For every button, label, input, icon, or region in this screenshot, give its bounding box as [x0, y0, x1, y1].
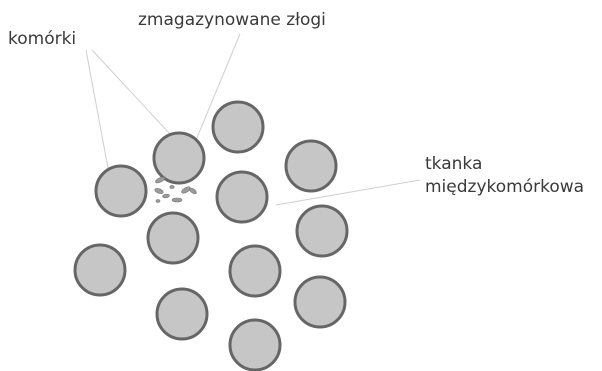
leader-lines [85, 33, 421, 206]
leader-tissue [275, 179, 421, 206]
cell [228, 318, 282, 371]
cell [215, 170, 269, 224]
granule [171, 197, 183, 203]
granule [162, 193, 170, 199]
cell [284, 139, 338, 193]
granule [154, 188, 164, 194]
cell [155, 287, 209, 341]
granule [181, 186, 191, 194]
label-tissue-line1: tkanka [425, 154, 482, 174]
deposits-group [154, 176, 197, 203]
cell [152, 131, 206, 185]
granule [189, 187, 197, 195]
leader-cells-to-upper-cell [91, 49, 171, 135]
cells-group [73, 100, 349, 371]
granule [169, 185, 175, 189]
granule [155, 199, 161, 203]
granule [155, 176, 165, 184]
cell [146, 211, 200, 265]
label-tissue-line2: międzykomórkowa [425, 177, 584, 197]
leader-cells-to-left-cell [85, 49, 109, 169]
cell [73, 243, 127, 297]
label-stored-deposits: zmagazynowane złogi [138, 10, 326, 30]
cell [94, 164, 148, 218]
cell [211, 100, 265, 154]
cell [293, 275, 347, 329]
leader-deposits [195, 33, 241, 141]
cell [228, 244, 282, 298]
label-cells: komórki [8, 29, 76, 49]
cell [295, 204, 349, 258]
